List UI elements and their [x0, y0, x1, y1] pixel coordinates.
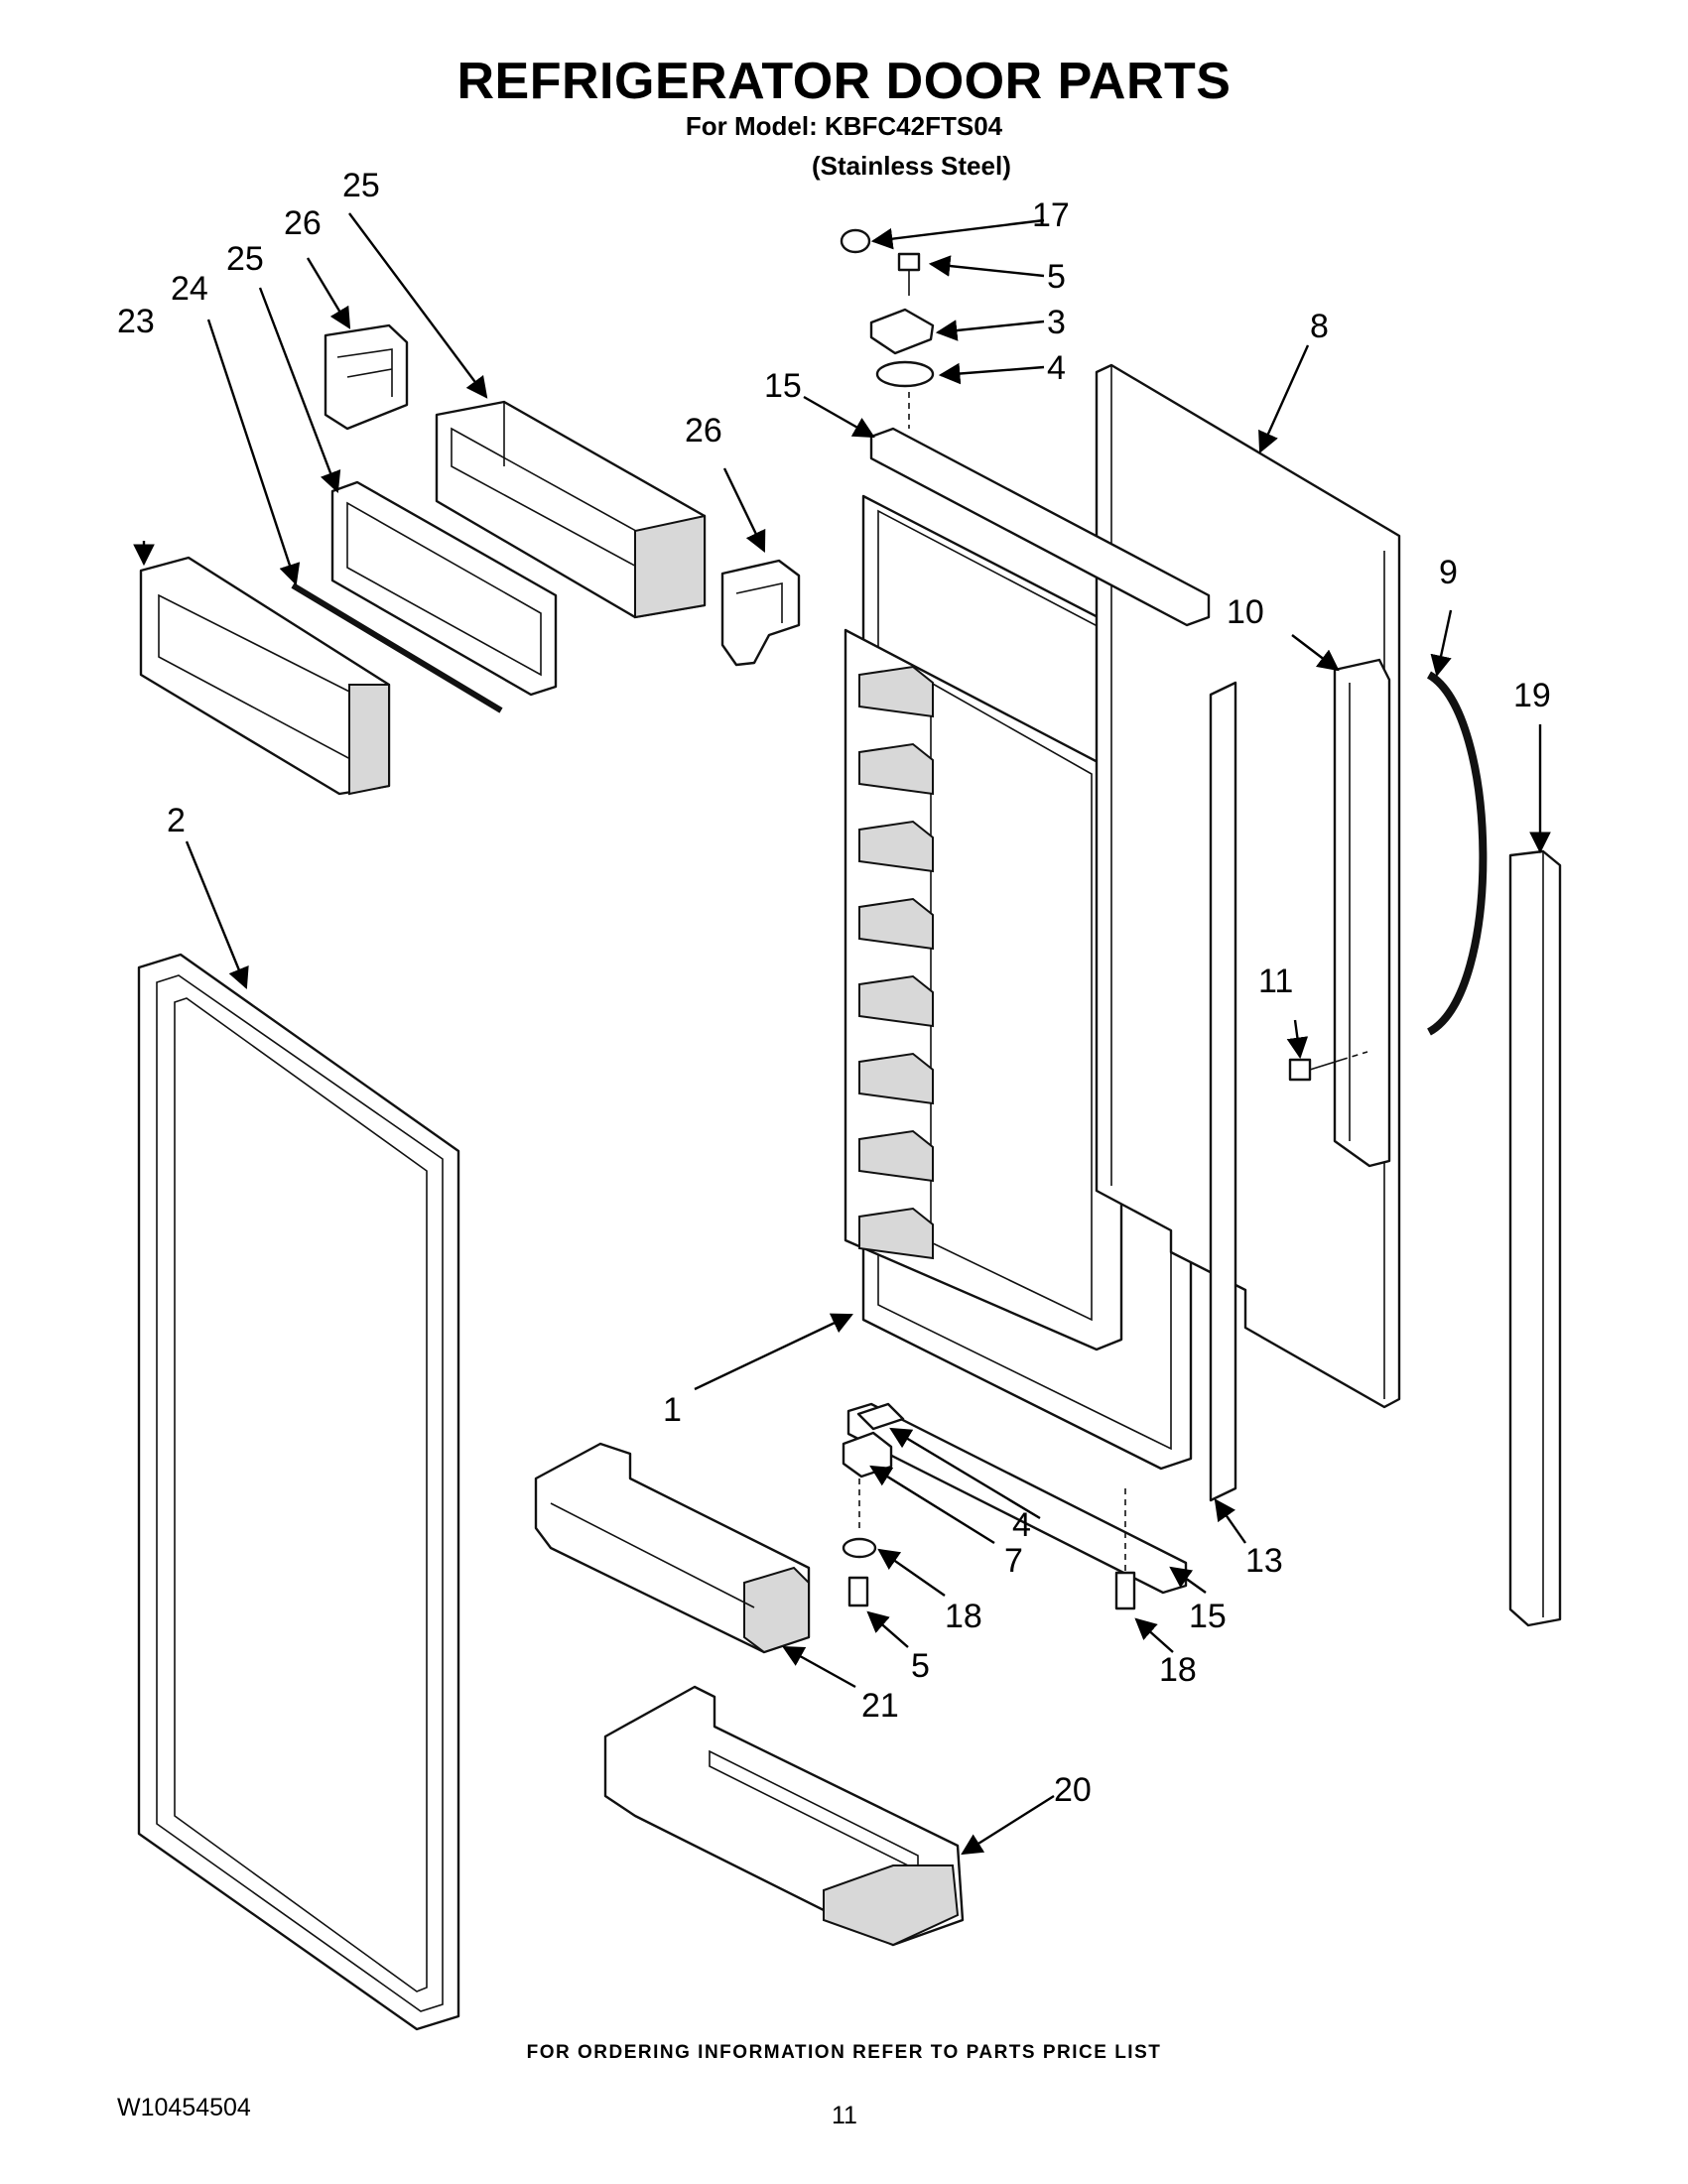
model-line: For Model: KBFC42FTS04 [685, 111, 1003, 141]
callout-26-lower: 26 [685, 412, 722, 450]
callout-21: 21 [861, 1687, 899, 1725]
part-18-screw [1114, 1571, 1136, 1610]
part-16-washer [842, 1537, 877, 1559]
part-17-cap [840, 228, 871, 254]
callout-13: 13 [1245, 1542, 1283, 1580]
document-number: W10454504 [117, 2094, 251, 2121]
callout-10: 10 [1227, 593, 1264, 631]
callout-2: 2 [167, 802, 186, 839]
part-9-handle [1426, 671, 1488, 1036]
part-24-frame [330, 480, 558, 697]
part-19-strip [1508, 849, 1562, 1627]
page-title: REFRIGERATOR DOOR PARTS [456, 53, 1232, 110]
callout-1: 1 [663, 1391, 682, 1429]
upper-hinge-hardware [840, 228, 935, 429]
part-26-bracket-upper [324, 323, 409, 431]
part-20-door-bin-large [603, 1685, 965, 1947]
part-4-shim-lower [856, 1402, 905, 1431]
part-5-screw-lower [847, 1576, 869, 1607]
callout-8: 8 [1310, 308, 1329, 345]
ordering-note: FOR ORDERING INFORMATION REFER TO PARTS … [526, 2042, 1162, 2063]
callout-9: 9 [1439, 554, 1458, 591]
callout-5-upper: 5 [1047, 258, 1066, 296]
part-8-outer-door-panel [1095, 363, 1401, 1409]
part-26-bracket-lower [720, 559, 801, 667]
part-21-door-bin [534, 1442, 811, 1654]
callout-20: 20 [1054, 1771, 1092, 1809]
callout-26-upper: 26 [284, 204, 322, 242]
callout-22: 23 [117, 303, 155, 340]
page-number: 11 [832, 2102, 857, 2129]
callout-15-lower: 15 [1189, 1598, 1227, 1635]
callout-15-upper: 15 [764, 367, 802, 405]
part-5-screw-upper [897, 252, 921, 272]
part-10-handle-bracket [1333, 658, 1391, 1168]
callout-16: 18 [945, 1598, 982, 1635]
part-22-shelf-trim [139, 556, 391, 796]
callout-11: 11 [1258, 963, 1293, 1000]
leader-lines [133, 212, 1551, 1856]
part-3-hinge [869, 308, 935, 355]
callout-25: 25 [342, 167, 380, 204]
part-15-hinge-plate-upper [869, 427, 1211, 627]
callout-19: 19 [1513, 677, 1551, 714]
callout-3: 3 [1047, 304, 1066, 341]
callout-7: 7 [1004, 1542, 1023, 1580]
callout-24: 25 [226, 240, 264, 278]
part-2-door-gasket [137, 953, 460, 2031]
callout-17: 17 [1032, 196, 1070, 234]
callout-labels: 23 24 25 26 25 26 2 17 5 3 4 15 8 10 9 1… [117, 167, 1551, 1809]
part-13-trim-strip [1209, 681, 1237, 1502]
part-11-screw [1288, 1051, 1368, 1082]
variant-line: (Stainless Steel) [812, 151, 1011, 181]
callout-18: 18 [1159, 1651, 1197, 1689]
callout-5-lower: 5 [911, 1647, 930, 1685]
callout-4-upper: 4 [1047, 349, 1066, 387]
callout-23: 24 [171, 270, 208, 308]
callout-4-lower: 4 [1012, 1506, 1031, 1544]
lower-hinge-hardware [842, 1402, 1136, 1610]
part-23-strip [291, 582, 503, 713]
part-25-bin [435, 400, 707, 619]
part-4-shim-upper [875, 360, 935, 388]
